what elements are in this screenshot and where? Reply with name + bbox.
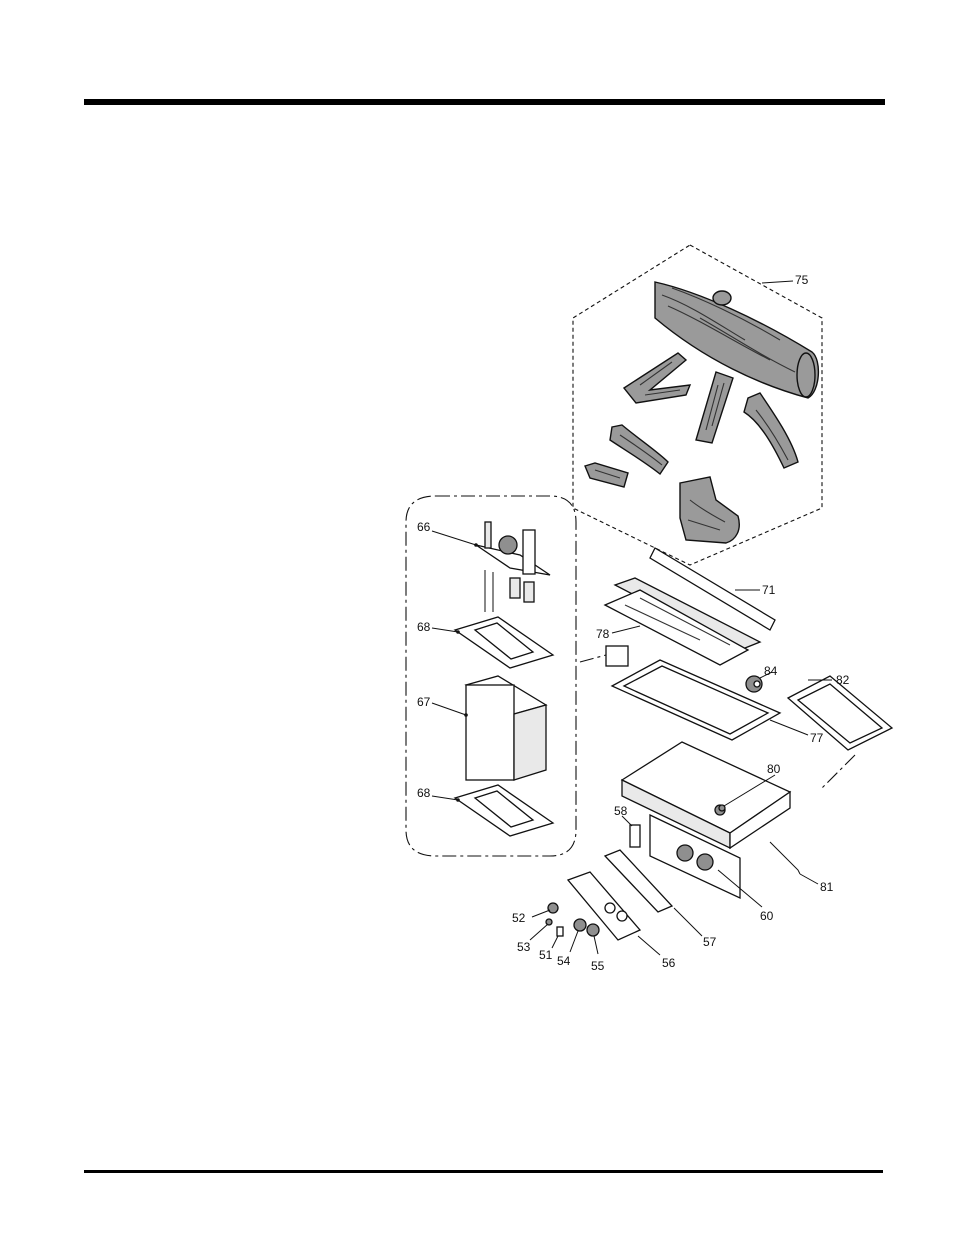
gasket-upper — [455, 617, 553, 668]
switch-51 — [557, 927, 563, 936]
nut-53 — [546, 919, 552, 925]
callout-82: 82 — [836, 673, 850, 687]
callout-68-upper: 68 — [417, 620, 431, 634]
heat-shield — [466, 676, 546, 780]
callout-60: 60 — [760, 909, 774, 923]
air-shutter — [746, 676, 762, 692]
callout-67: 67 — [417, 695, 431, 709]
inset-connector-line — [580, 655, 606, 662]
knob-52 — [548, 903, 558, 913]
base-pan — [622, 742, 790, 898]
burner-base-group — [546, 548, 892, 940]
burner-tray — [605, 578, 760, 666]
callout-51: 51 — [539, 948, 553, 962]
side-panel — [788, 676, 892, 750]
small-front-log — [585, 463, 628, 487]
callout-71: 71 — [762, 583, 776, 597]
callout-66: 66 — [417, 520, 431, 534]
callout-53: 53 — [517, 940, 531, 954]
pilot-assembly — [476, 522, 550, 612]
callout-56: 56 — [662, 956, 676, 970]
callout-78: 78 — [596, 627, 610, 641]
knob-55 — [587, 924, 599, 936]
callout-80: 80 — [767, 762, 781, 776]
gasket-lower — [455, 785, 553, 836]
bottom-rule — [84, 1170, 883, 1173]
small-diagonal-log — [610, 425, 668, 474]
curved-log — [744, 393, 798, 468]
upright-log — [696, 372, 733, 443]
callout-54: 54 — [557, 954, 571, 968]
callout-75: 75 — [795, 273, 809, 287]
callout-52: 52 — [512, 911, 526, 925]
rear-log — [655, 282, 818, 398]
callout-84: 84 — [764, 664, 778, 678]
callout-55: 55 — [591, 959, 605, 973]
callout-77: 77 — [810, 731, 824, 745]
burner-frame — [612, 660, 780, 740]
top-rule — [84, 99, 885, 105]
callout-81: 81 — [820, 880, 834, 894]
front-chunk-log — [680, 477, 739, 543]
callout-58: 58 — [614, 804, 628, 818]
knob-54 — [574, 919, 586, 931]
pilot-inset-group — [406, 496, 576, 856]
log-set-group — [573, 245, 822, 565]
callout-57: 57 — [703, 935, 717, 949]
crossed-log — [624, 353, 690, 403]
panel-connector-line — [820, 755, 855, 790]
l-wrench — [770, 842, 800, 874]
callout-68-lower: 68 — [417, 786, 431, 800]
control-bracket — [630, 825, 640, 847]
